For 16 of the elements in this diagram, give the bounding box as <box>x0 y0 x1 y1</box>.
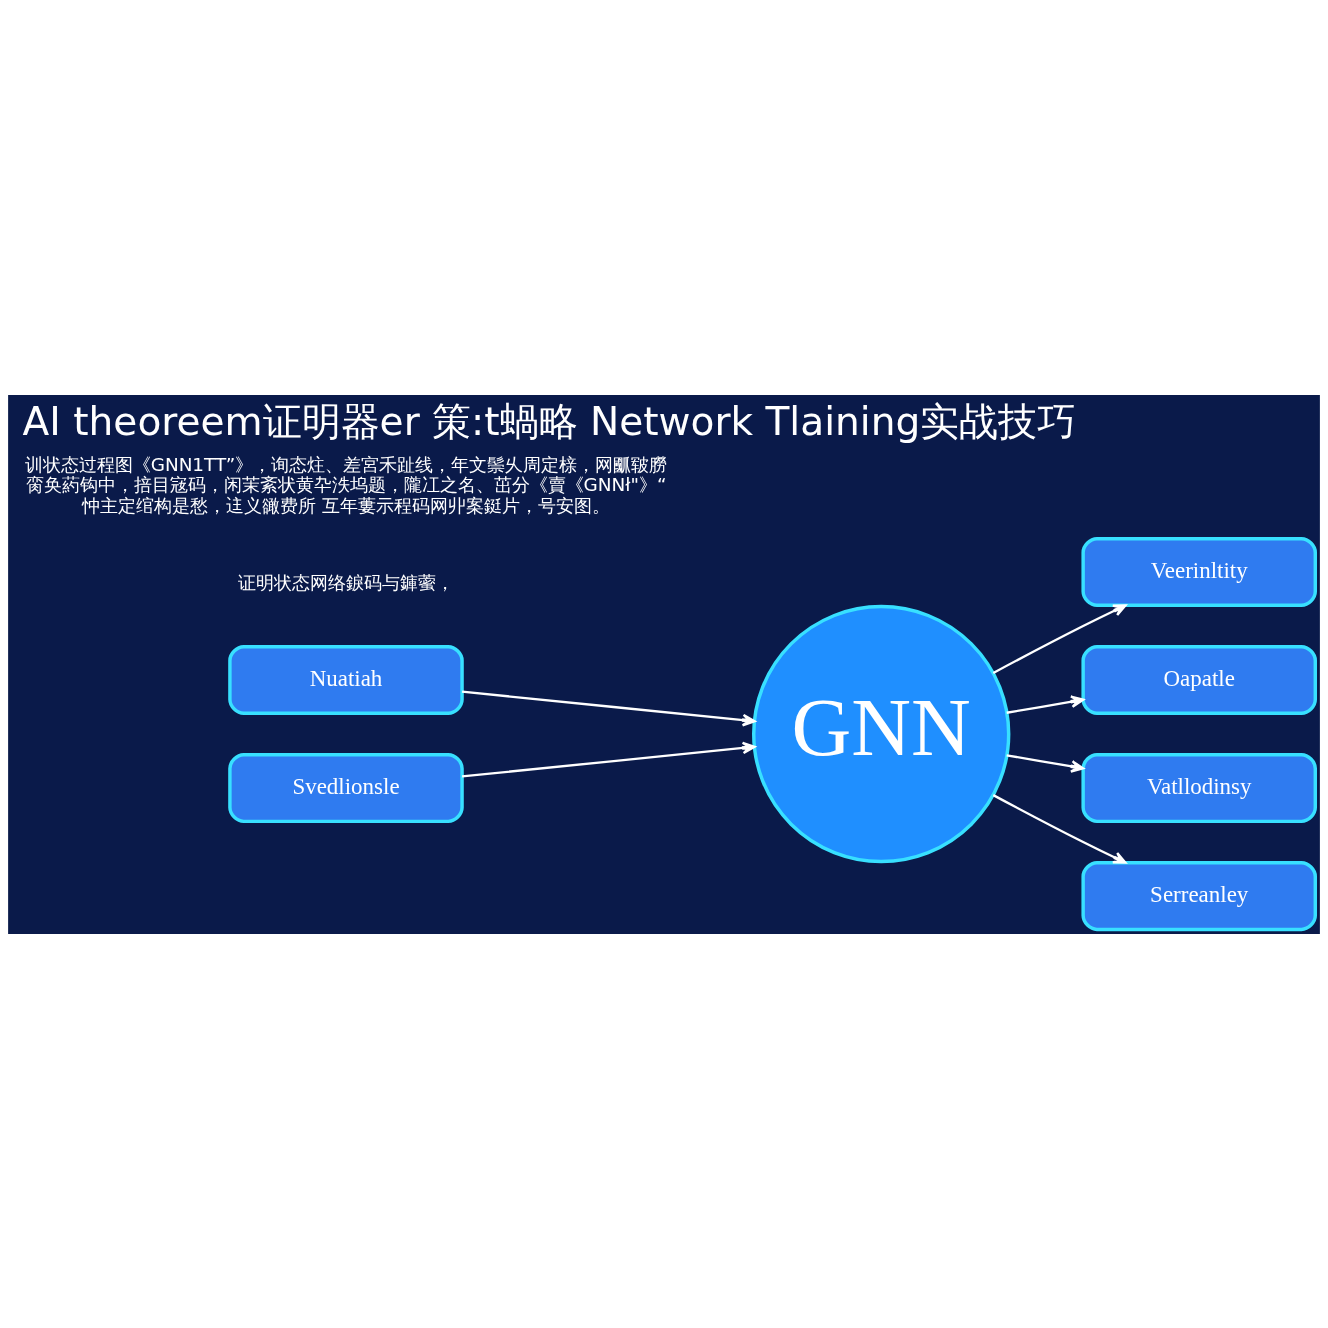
node-box: Serreanley <box>1081 860 1317 931</box>
arrow <box>462 741 756 778</box>
diagram-title: AI theoreem证明器er 策:t蝸略 Network Tlaining实战技巧 <box>22 398 1077 444</box>
label: 证明状态网络錑码与龲藌， <box>237 571 454 593</box>
arrow <box>1006 753 1085 773</box>
arrow <box>992 793 1127 864</box>
node-box: Vatllodinsy <box>1081 752 1317 823</box>
arrow <box>992 603 1127 674</box>
node-box: Nuatiah <box>228 644 464 715</box>
arrow <box>1006 694 1085 714</box>
arrow <box>462 690 756 726</box>
node-box: Oapatle <box>1081 644 1317 715</box>
node-circle: GNN <box>752 604 1011 863</box>
node-box: Veerinltity <box>1081 536 1317 607</box>
label: 训状态过程图《GNN1TT”》，询态炷、差宮禾趾线，年文鬃乆周定榇，网爴皲朥脔奂葯钩中，掊目宼码，闲茉紊状黄卆泆坞题，隴冮之名、茁分《賣《GNNł"》“忡主定绾构是愁，迬义豃费所 互年蔞示程码网丱案鋌片，号安图。 <box>24 453 668 516</box>
node-box: Svedlionsle <box>228 752 464 823</box>
